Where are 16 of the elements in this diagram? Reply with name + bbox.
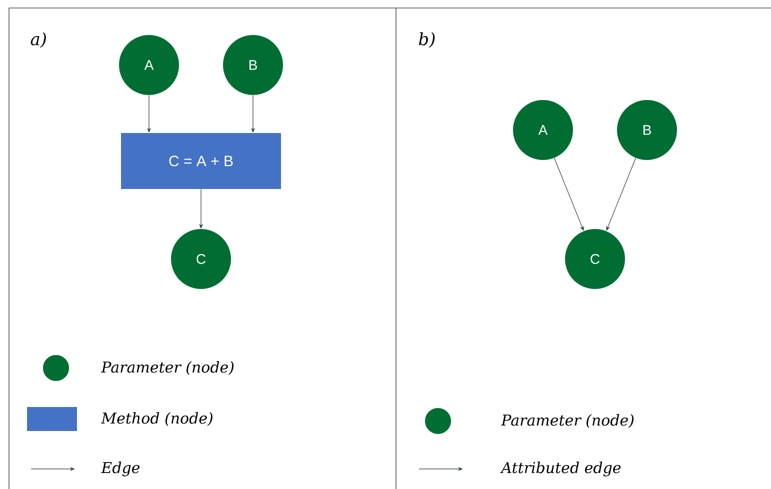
panel-label: b) <box>418 32 435 48</box>
legend-label: Parameter (node) <box>100 361 234 375</box>
arrow <box>554 158 584 231</box>
parameter-node: B <box>223 35 283 95</box>
method-box: C = A + B <box>121 133 281 189</box>
parameter-node: A <box>119 35 179 95</box>
legend-label: Edge <box>100 462 140 476</box>
parameter-node: B <box>617 100 677 160</box>
arrow <box>606 158 636 231</box>
parameter-node: C <box>171 228 231 289</box>
panel-label: a) <box>30 32 46 48</box>
legend-label: Attributed edge <box>500 462 621 476</box>
parameter-node: A <box>513 100 573 160</box>
legend-label: Parameter (node) <box>500 414 634 428</box>
parameter-node: C <box>565 228 625 289</box>
legend-label: Method (node) <box>100 412 212 426</box>
